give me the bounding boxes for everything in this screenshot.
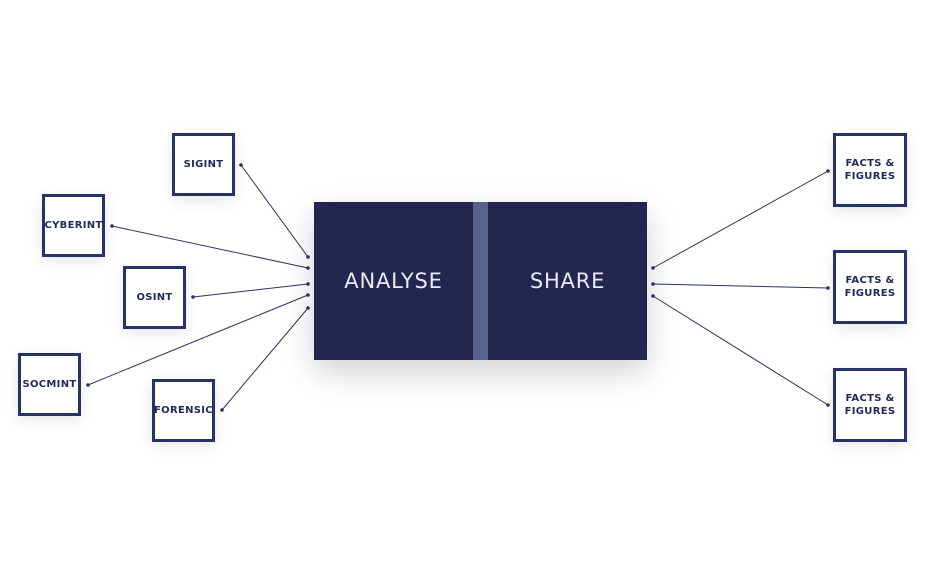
source-box-cyberint: CYBERINT — [42, 194, 105, 257]
link-facts-3-end-dot — [826, 403, 830, 407]
link-sigint-start-dot — [239, 163, 243, 167]
link-facts-3-start-dot — [651, 294, 655, 298]
source-label-sigint: SIGINT — [183, 159, 224, 170]
output-box-facts-1: FACTS & FIGURES — [833, 133, 907, 207]
link-cyberint — [111, 225, 309, 269]
link-sigint — [240, 164, 309, 258]
share-label: SHARE — [529, 269, 606, 293]
source-label-socmint: SOCMINT — [22, 379, 77, 390]
source-box-socmint: SOCMINT — [18, 353, 81, 416]
output-box-facts-3: FACTS & FIGURES — [833, 368, 907, 442]
link-socmint-end-dot — [306, 293, 310, 297]
output-label-facts-3: FACTS & FIGURES — [844, 393, 896, 417]
output-box-facts-2: FACTS & FIGURES — [833, 250, 907, 324]
link-forensic-start-dot — [220, 408, 224, 412]
link-socmint — [87, 294, 309, 386]
center-divider — [473, 202, 488, 360]
output-label-facts-1: FACTS & FIGURES — [844, 158, 896, 182]
source-box-sigint: SIGINT — [172, 133, 235, 196]
source-label-cyberint: CYBERINT — [44, 220, 103, 231]
source-box-osint: OSINT — [123, 266, 186, 329]
link-forensic — [221, 307, 309, 411]
source-label-osint: OSINT — [136, 292, 173, 303]
link-facts-1 — [652, 170, 829, 269]
link-cyberint-start-dot — [110, 224, 114, 228]
link-osint — [192, 283, 309, 298]
link-socmint-start-dot — [86, 383, 90, 387]
output-label-facts-2: FACTS & FIGURES — [844, 275, 896, 299]
link-facts-2 — [652, 283, 829, 289]
link-cyberint-end-dot — [306, 266, 310, 270]
source-label-forensic: FORENSIC — [154, 405, 213, 416]
link-facts-1-end-dot — [826, 169, 830, 173]
analyse-panel: ANALYSE — [314, 202, 473, 360]
link-forensic-end-dot — [306, 306, 310, 310]
link-facts-1-start-dot — [651, 266, 655, 270]
analyse-share-block: ANALYSE SHARE — [314, 202, 647, 360]
link-osint-start-dot — [191, 295, 195, 299]
source-box-forensic: FORENSIC — [152, 379, 215, 442]
analyse-label: ANALYSE — [344, 269, 443, 293]
share-panel: SHARE — [488, 202, 647, 360]
link-sigint-end-dot — [306, 255, 310, 259]
link-facts-2-end-dot — [826, 286, 830, 290]
link-facts-2-start-dot — [651, 282, 655, 286]
link-osint-end-dot — [306, 282, 310, 286]
link-facts-3 — [652, 295, 829, 406]
